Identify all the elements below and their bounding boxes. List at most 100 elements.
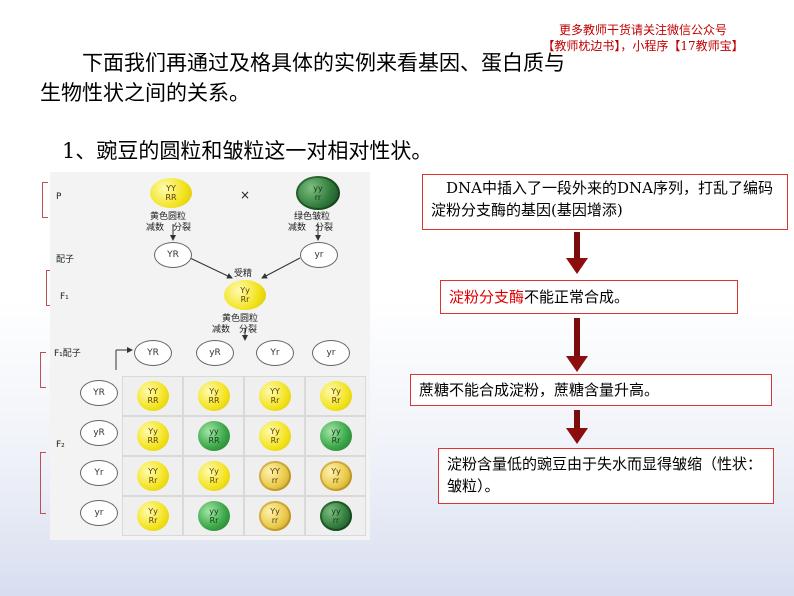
f2-row-gamete-label: Yr	[94, 468, 104, 478]
f2-pea: Yy Rr	[320, 381, 352, 411]
f2-pea-genotype: YY Rr	[148, 467, 158, 485]
f2-pea: Yy Rr	[198, 461, 230, 491]
diagram-lines	[115, 224, 321, 370]
gamete-p1: YR	[154, 242, 192, 268]
f2-cell: YY rr	[245, 457, 304, 495]
parent1-pea: YY RR	[150, 178, 192, 208]
f2-cell: Yy Rr	[245, 417, 304, 455]
f2-cell: YY Rr	[245, 377, 304, 415]
f2-row-gamete: YR	[80, 380, 118, 406]
f1-gamete: yr	[312, 340, 350, 366]
f2-pea: Yy Rr	[137, 501, 169, 531]
f2-pea-genotype: yy Rr	[331, 427, 341, 445]
f1-gamete-label: yR	[209, 348, 221, 358]
flow-step-4: 淀粉含量低的豌豆由于失水而显得皱缩（性状：皱粒）。	[438, 448, 774, 504]
flow-step-3: 蔗糖不能合成淀粉，蔗糖含量升高。	[410, 374, 772, 406]
f2-pea: YY RR	[137, 381, 169, 411]
label-p: P	[56, 192, 62, 202]
flow-step-3-text: 蔗糖不能合成淀粉，蔗糖含量升高。	[419, 381, 660, 399]
parent1-genotype: YY RR	[165, 184, 177, 202]
f2-cell: yy RR	[184, 417, 243, 455]
f2-cell: Yy RR	[184, 377, 243, 415]
f2-pea-genotype: Yy Rr	[209, 467, 219, 485]
cross-sign: ×	[240, 188, 251, 202]
f2-pea: Yy RR	[137, 421, 169, 451]
f2-pea-genotype: YY RR	[147, 387, 159, 405]
parent2-phenotype: 绿色皱粒	[294, 212, 331, 222]
f2-cell: Yy Rr	[123, 497, 182, 535]
bracket-f1	[46, 270, 52, 306]
f2-pea-genotype: Yy RR	[208, 387, 220, 405]
f2-row-gamete-label: yr	[94, 508, 104, 518]
bracket-f2	[40, 452, 46, 514]
label-f1-gamete: F₁配子	[54, 349, 81, 359]
parent2-genotype: yy rr	[313, 184, 323, 202]
f2-pea-genotype: yy Rr	[209, 507, 219, 525]
f2-cell: Yy rr	[245, 497, 304, 535]
intro-paragraph: 下面我们再通过及格具体的实例来看基因、蛋白质与 生物性状之间的关系。	[40, 48, 720, 108]
f2-pea-genotype: yy rr	[331, 507, 341, 525]
f2-row-gamete-label: YR	[93, 388, 105, 398]
parent1-process: 减数 分裂	[146, 223, 192, 233]
flow-step-2: 淀粉分支酶不能正常合成。	[440, 280, 738, 314]
f2-pea: yy Rr	[320, 421, 352, 451]
intro-line-2: 生物性状之间的关系。	[40, 81, 250, 105]
f1-process: 减数 分裂	[212, 325, 258, 335]
gamete-p2: yr	[300, 242, 338, 268]
f2-pea: yy rr	[320, 501, 352, 531]
f2-cell: Yy Rr	[306, 377, 365, 415]
f2-pea-genotype: Yy Rr	[148, 507, 158, 525]
flow-step-4-text: 淀粉含量低的豌豆由于失水而显得皱缩（性状：皱粒）。	[447, 455, 763, 495]
watermark: 更多教师干货请关注微信公众号 【教师枕边书】，小程序【17教师宝】	[508, 22, 778, 54]
f2-pea: yy RR	[198, 421, 230, 451]
bracket-p	[42, 182, 48, 218]
f1-pea: Yy Rr	[224, 280, 266, 310]
f2-cell: yy rr	[306, 497, 365, 535]
f2-cell: Yy Rr	[184, 457, 243, 495]
f2-pea: YY rr	[259, 461, 291, 491]
label-gamete: 配子	[56, 255, 75, 265]
f2-pea: yy Rr	[198, 501, 230, 531]
intro-line-1: 下面我们再通过及格具体的实例来看基因、蛋白质与	[40, 51, 565, 75]
f2-row-gamete: yR	[80, 420, 118, 446]
f2-pea: Yy rr	[320, 461, 352, 491]
parent2-process: 减数 分裂	[288, 223, 334, 233]
f1-gamete-label: yr	[326, 348, 336, 358]
bracket-f1-gamete	[40, 352, 46, 388]
f2-pea-genotype: Yy Rr	[270, 427, 280, 445]
gamete-p1-label: YR	[167, 250, 179, 260]
f2-row-gamete-label: yR	[93, 428, 105, 438]
f1-gamete-label: YR	[147, 348, 159, 358]
f2-pea: Yy rr	[259, 501, 291, 531]
flow-step-2-rest: 不能正常合成。	[524, 288, 630, 306]
f2-pea-genotype: Yy RR	[147, 427, 159, 445]
f2-pea-genotype: Yy Rr	[331, 387, 341, 405]
f2-pea-genotype: YY Rr	[270, 387, 280, 405]
f2-pea-genotype: yy RR	[208, 427, 220, 445]
gamete-p2-label: yr	[314, 250, 324, 260]
f2-row-gamete: yr	[80, 500, 118, 526]
watermark-line-1: 更多教师干货请关注微信公众号	[558, 23, 727, 37]
section-heading: 1、豌豆的圆粒和皱粒这一对相对性状。	[62, 139, 433, 163]
f1-gamete: yR	[196, 340, 234, 366]
f2-cell: YY RR	[123, 377, 182, 415]
f2-punnett-grid: YY RR Yy RR YY Rr Yy Rr Yy RR yy RR Yy Rr yy Rr…	[122, 376, 366, 536]
flow-step-1-text: DNA中插入了一段外来的DNA序列，打乱了编码淀粉分支酶的基因(基因增添)	[431, 179, 773, 219]
f2-cell: yy Rr	[306, 417, 365, 455]
f2-cell: YY Rr	[123, 457, 182, 495]
f2-pea-genotype: YY rr	[270, 467, 280, 485]
f1-genotype: Yy Rr	[240, 286, 250, 304]
f2-pea-genotype: Yy rr	[331, 467, 341, 485]
f2-cell: Yy rr	[306, 457, 365, 495]
label-f2: F₂	[56, 440, 65, 450]
f1-phenotype: 黄色圆粒	[222, 314, 259, 324]
parent2-pea: yy rr	[296, 176, 340, 210]
f2-pea: Yy RR	[198, 381, 230, 411]
parent1-phenotype: 黄色圆粒	[150, 212, 187, 222]
f1-gamete-label: Yr	[270, 348, 280, 358]
f1-gamete: YR	[134, 340, 172, 366]
f2-pea: YY Rr	[259, 381, 291, 411]
flow-step-2-highlight: 淀粉分支酶	[449, 288, 525, 306]
f2-row-gamete: Yr	[80, 460, 118, 486]
f2-cell: yy Rr	[184, 497, 243, 535]
